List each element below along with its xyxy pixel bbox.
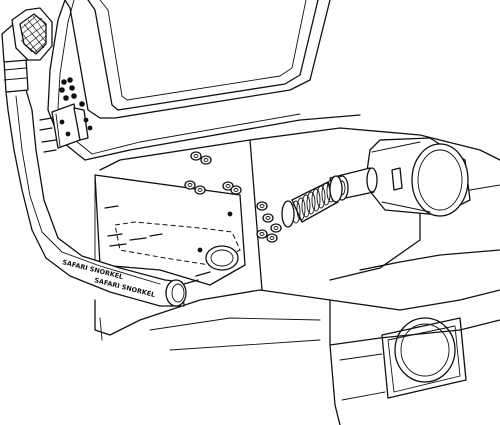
snorkel-head xyxy=(1,7,53,93)
windshield-frame xyxy=(64,0,331,119)
hose-clamp-inner xyxy=(281,200,295,228)
housing-clip xyxy=(391,167,403,191)
hose-clamp-outer xyxy=(329,175,343,203)
windshield-glass xyxy=(99,0,307,101)
air-cleaner-housing xyxy=(364,137,471,217)
corrugated-hose xyxy=(281,175,343,228)
front-fender xyxy=(94,289,500,336)
headlight xyxy=(381,317,467,399)
cut-template xyxy=(114,221,241,266)
mounting-hardware-upper xyxy=(39,77,93,153)
fender-mounting-panel xyxy=(94,174,246,286)
pillar-bracket xyxy=(51,103,89,149)
snorkel-end-cap xyxy=(165,279,187,307)
bonnet-edge xyxy=(99,127,500,171)
ram-mesh xyxy=(20,15,47,54)
nut-washer-set xyxy=(184,151,282,243)
